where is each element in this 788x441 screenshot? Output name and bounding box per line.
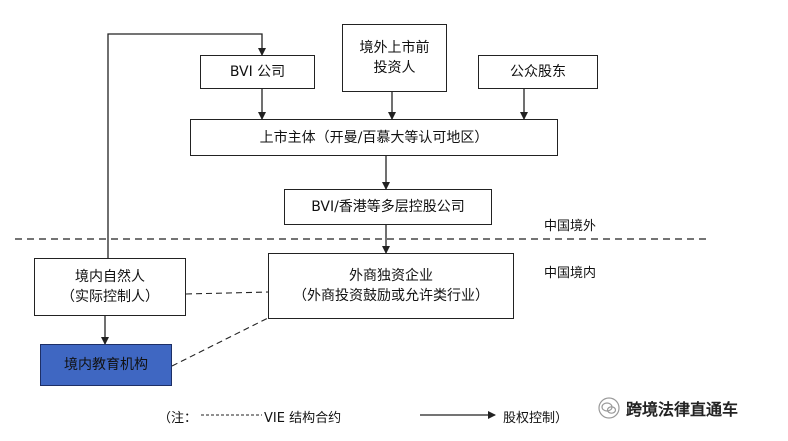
bvi-company-box: BVI 公司	[200, 55, 315, 89]
legend-vie-label: VIE 结构合约	[264, 411, 342, 426]
watermark: 跨境法律直通车	[598, 396, 738, 420]
education-institution-box: 境内教育机构	[40, 344, 172, 386]
natural-person-label-1: 境内自然人	[75, 269, 145, 285]
holding-companies-box: BVI/香港等多层控股公司	[284, 189, 492, 225]
wfoe-label-1: 外商独资企业	[349, 268, 433, 284]
wechat-icon	[598, 397, 620, 419]
listed-entity-box: 上市主体（开曼/百慕大等认可地区）	[190, 119, 558, 156]
education-institution-label: 境内教育机构	[64, 357, 148, 373]
pre-ipo-investors-box: 境外上市前 投资人	[342, 24, 447, 92]
public-shareholders-label: 公众股东	[510, 64, 566, 80]
pre-ipo-investors-label-2: 投资人	[373, 60, 416, 76]
wfoe-label-2: （外商投资鼓励或允许类行业）	[293, 288, 489, 304]
bvi-company-label: BVI 公司	[229, 64, 286, 80]
region-label-onshore: 中国境内	[544, 266, 597, 281]
wfoe-box: 外商独资企业 （外商投资鼓励或允许类行业）	[268, 253, 514, 319]
natural-person-label-2: （实际控制人）	[61, 289, 159, 305]
natural-person-box: 境内自然人 （实际控制人）	[34, 258, 186, 316]
legend-equity-label: 股权控制）	[503, 411, 569, 426]
listed-entity-label: 上市主体（开曼/百慕大等认可地区）	[259, 129, 489, 146]
region-label-offshore: 中国境外	[544, 219, 597, 234]
legend-note-prefix: （注：	[158, 411, 198, 426]
public-shareholders-box: 公众股东	[478, 55, 598, 89]
vie-link-person-wfoe	[185, 291, 269, 295]
arrow-person-to-bvi	[107, 33, 266, 258]
watermark-text: 跨境法律直通车	[626, 400, 739, 419]
vie-link-institution-wfoe	[171, 317, 269, 367]
holding-companies-label: BVI/香港等多层控股公司	[311, 199, 465, 215]
pre-ipo-investors-label-1: 境外上市前	[359, 40, 430, 56]
